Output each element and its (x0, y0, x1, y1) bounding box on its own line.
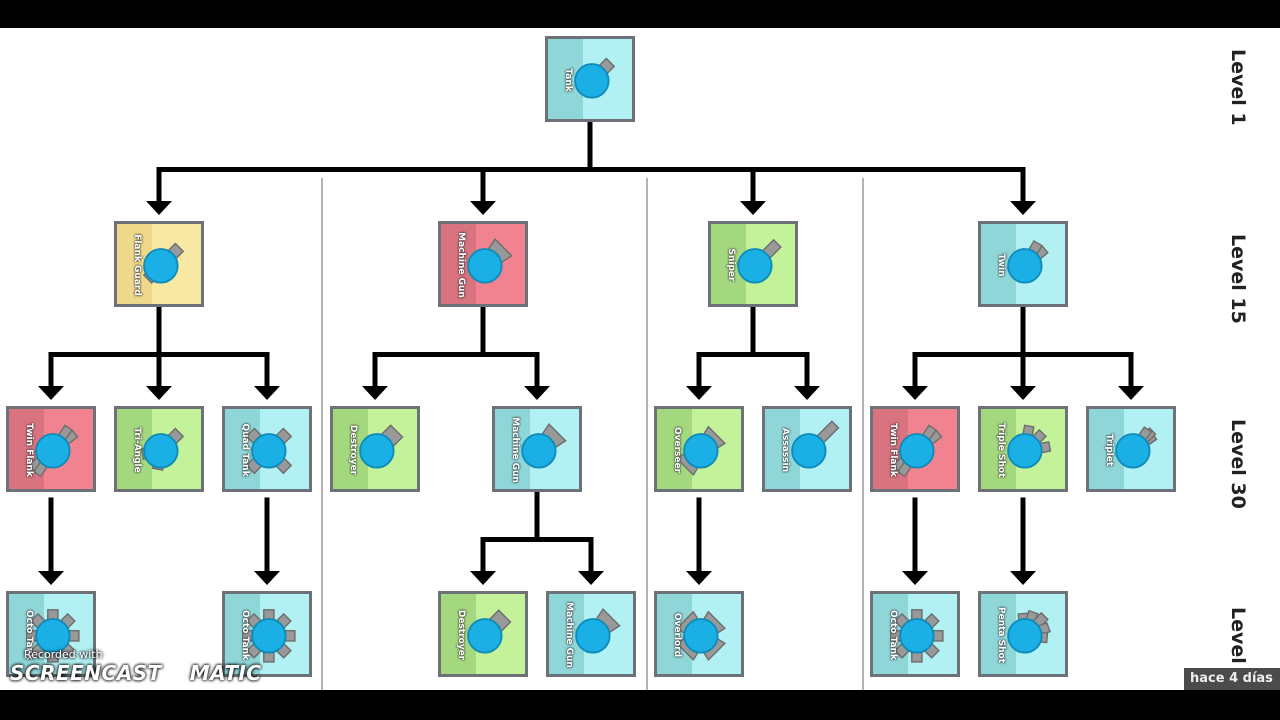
tank-node-octo-tank-b: Octo Tank (222, 591, 312, 677)
tank-label: Tri-Angle (132, 427, 142, 473)
assassin-icon (791, 420, 840, 469)
connector-arrowhead (470, 571, 496, 585)
watermark-brand: SCREENCAST MATIC (10, 661, 261, 685)
tank-node-overseer: Overseer (654, 406, 744, 492)
connector-arrowhead (1010, 201, 1036, 215)
connector-arrowhead (254, 571, 280, 585)
machine-gun-icon (521, 423, 567, 469)
flank-guard-icon (142, 242, 185, 284)
tank-node-twin: Twin (978, 221, 1068, 307)
level-label: Level 1 (1227, 49, 1249, 126)
tri-angle-icon (140, 427, 185, 471)
connector-arrowhead (362, 386, 388, 400)
tank-label: Machine Gun (456, 232, 466, 298)
tank-label: Overseer (672, 426, 682, 474)
connector-arrowhead (686, 386, 712, 400)
tank-node-triple-shot: Triple Shot (978, 406, 1068, 492)
tank-node-triplet: Triplet (1086, 406, 1176, 492)
tank-node-machine-gun-30: Machine Gun (492, 406, 582, 492)
twin-flank-icon (27, 424, 79, 478)
tank-node-tank: Tank (545, 36, 635, 122)
connector-arrowhead (524, 386, 550, 400)
octo-tank-icon (890, 609, 944, 663)
tank-label: Quad Tank (240, 423, 250, 477)
timestamp-badge: hace 4 días (1184, 668, 1280, 690)
tank-label: Destroyer (348, 424, 358, 476)
tree-connectors (38, 119, 1144, 690)
tank-label: Octo Tank (888, 609, 898, 661)
sniper-icon (737, 238, 782, 284)
connector-arrowhead (902, 571, 928, 585)
penta-shot-icon (1007, 609, 1051, 654)
tank-node-octo-tank-a: Octo Tank (6, 591, 96, 677)
tank-label: Machine Gun (564, 602, 574, 668)
connector-arrowhead (1010, 571, 1036, 585)
machine-gun-icon (467, 238, 513, 284)
twin-flank-icon (891, 424, 943, 478)
connector-arrowhead (686, 571, 712, 585)
octo-tank-icon (26, 609, 80, 663)
tank-node-twin-flank-a: Twin Flank (6, 406, 96, 492)
tank-label: Flank Guard (132, 234, 142, 296)
tank-label: Assassin (780, 428, 790, 472)
level-label: Level 45 (1227, 607, 1249, 690)
watermark-brand-left: SCREENCAST (10, 661, 162, 685)
connector-arrowhead (902, 386, 928, 400)
connector-arrowhead (254, 386, 280, 400)
basic-tank-icon (574, 57, 616, 99)
overseer-icon (675, 425, 727, 477)
connector-arrowhead (470, 201, 496, 215)
screencast-logo-icon (164, 662, 187, 684)
connector-arrowhead (1118, 386, 1144, 400)
tank-label: Machine Gun (510, 417, 520, 483)
destroyer-icon (467, 609, 512, 654)
tank-node-sniper: Sniper (708, 221, 798, 307)
connector-arrowhead (1010, 386, 1036, 400)
connector-arrowhead (38, 571, 64, 585)
octo-tank-icon (242, 609, 296, 663)
connector-arrowhead (794, 386, 820, 400)
tank-node-penta-shot: Penta Shot (978, 591, 1068, 677)
quad-tank-icon (245, 427, 293, 475)
tank-node-machine-gun: Machine Gun (438, 221, 528, 307)
watermark-brand-right: MATIC (189, 661, 262, 685)
tank-label: Sniper (726, 248, 736, 282)
level-label: Level 15 (1227, 234, 1249, 324)
tank-label: Triplet (1104, 433, 1114, 467)
tank-label: Destroyer (456, 609, 466, 661)
tank-label: Twin Flank (888, 423, 898, 477)
connector-arrowhead (578, 571, 604, 585)
tank-label: Overlord (672, 612, 682, 658)
connector-arrowhead (38, 386, 64, 400)
tank-label: Tank (563, 68, 573, 92)
overlord-icon (675, 610, 727, 662)
tank-node-flank-guard: Flank Guard (114, 221, 204, 307)
tank-label: Twin (996, 253, 1006, 277)
twin-icon (1007, 240, 1049, 284)
connector-arrowhead (146, 201, 172, 215)
triplet-icon (1115, 426, 1158, 469)
connector-arrowhead (146, 386, 172, 400)
tank-node-tri-angle: Tri-Angle (114, 406, 204, 492)
triple-shot-icon (1007, 424, 1052, 469)
tank-node-quad-tank: Quad Tank (222, 406, 312, 492)
tank-node-destroyer-a: Destroyer (330, 406, 420, 492)
connector-arrowhead (740, 201, 766, 215)
tank-node-assassin: Assassin (762, 406, 852, 492)
tank-label: Twin Flank (24, 423, 34, 477)
tank-label: Triple Shot (996, 422, 1006, 478)
tank-node-twin-flank-b: Twin Flank (870, 406, 960, 492)
machine-gun-icon (575, 608, 621, 654)
watermark-recorded-text: Recorded with (24, 648, 103, 661)
tank-node-machine-gun-45: Machine Gun (546, 591, 636, 677)
tank-label: Penta Shot (996, 607, 1006, 663)
destroyer-icon (359, 424, 404, 469)
tank-node-octo-tank-c: Octo Tank (870, 591, 960, 677)
level-label: Level 30 (1227, 419, 1249, 509)
screencast-watermark: Recorded with SCREENCAST MATIC (10, 648, 261, 685)
tank-node-destroyer-b: Destroyer (438, 591, 528, 677)
tank-node-overlord: Overlord (654, 591, 744, 677)
